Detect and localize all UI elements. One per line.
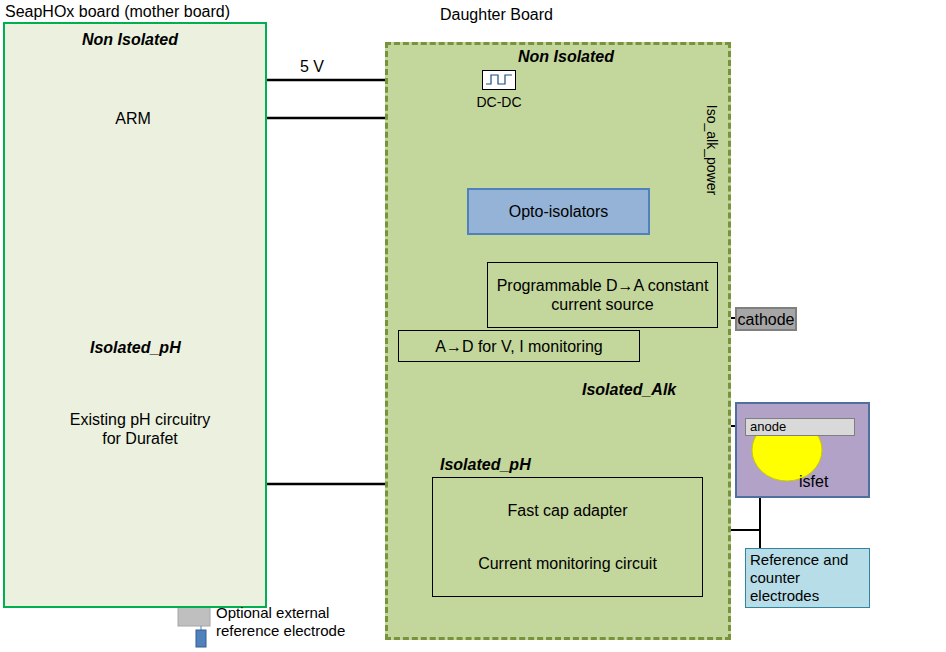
node-text: Current monitoring circuit: [478, 554, 657, 573]
node-text: Existing pH circuitry for Durafet: [60, 410, 220, 448]
node-text: ARM: [115, 109, 151, 128]
square-wave-symbol: [486, 75, 512, 84]
board-title: SeapHOx board (mother board): [5, 2, 230, 21]
region-label: Isolated_pH: [90, 338, 181, 357]
note-label: Optional external reference electrode: [216, 604, 356, 640]
node-text: Fast cap adapter: [507, 501, 627, 520]
block-label: Existing pH circuitry for Durafet: [60, 408, 220, 492]
electrode-lead: [201, 626, 202, 630]
board-box: SeapHOx board (mother board)ARMExisting …: [3, 22, 267, 608]
voltage-label: 5 V: [300, 57, 324, 76]
electrode-box: cathode: [735, 307, 797, 331]
board-title: Daughter Board: [440, 5, 553, 24]
process-box: Fast cap adapterCurrent monitoring circu…: [432, 477, 703, 597]
region-label: Isolated_pH: [440, 455, 531, 474]
process-box: Opto-isolators: [467, 188, 650, 235]
board-box: Daughter BoardDC-DCOpto-isolatorsProgram…: [385, 42, 731, 640]
region-label: Isolated_Alk: [582, 380, 676, 399]
node-text: A→D for V, I monitoring: [435, 337, 602, 356]
sensor-box: isfet anode: [735, 402, 870, 498]
process-box: Programmable D→A constant current source: [487, 262, 718, 328]
node-text: DC-DC: [476, 93, 521, 112]
node-text: Opto-isolators: [509, 202, 609, 221]
region-label: Non Isolated: [518, 47, 614, 66]
node-text: anode: [750, 420, 786, 434]
node-text: isfet: [799, 472, 828, 491]
node-text: Reference and counter electrodes: [750, 551, 865, 605]
electrode-box: anode: [745, 418, 855, 436]
node-text: cathode: [738, 310, 795, 329]
square-wave-symbol: [483, 71, 515, 89]
region-label: Non Isolated: [82, 30, 178, 49]
signal-label: Iso_alk_power: [704, 105, 720, 195]
node-text: Programmable D→A constant current source: [494, 276, 711, 314]
process-box: A→D for V, I monitoring: [398, 330, 640, 362]
dc-dc-converter: DC-DC: [482, 70, 516, 90]
electrode-symbol: [196, 630, 206, 647]
electrode-box: Reference and counter electrodes: [745, 548, 870, 608]
block-label: ARM: [108, 106, 158, 130]
